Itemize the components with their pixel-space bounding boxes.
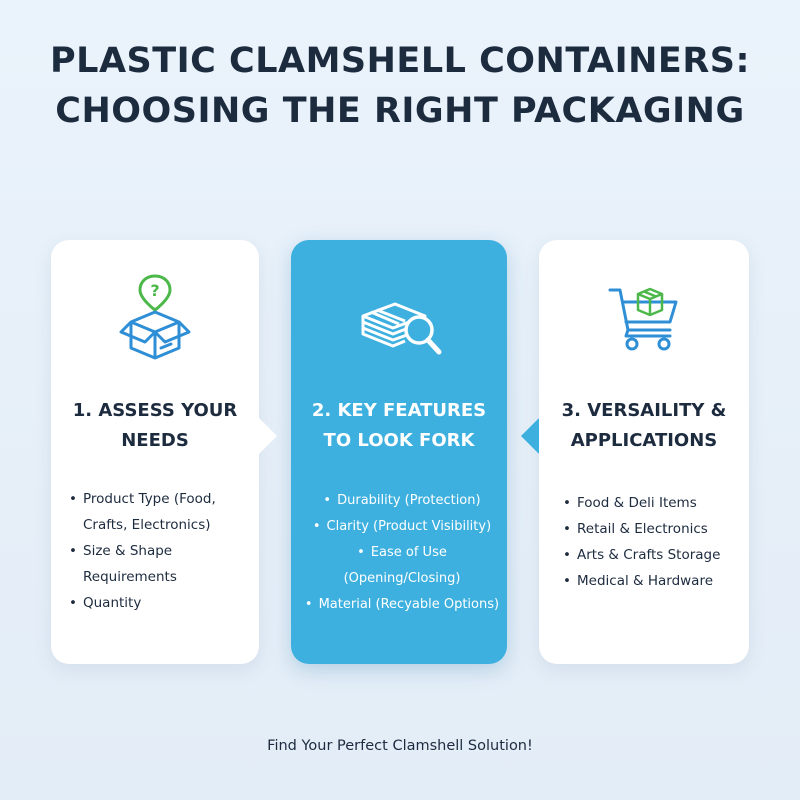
connector-arrow [521,418,539,454]
footer-tagline: Find Your Perfect Clamshell Solution! [267,738,533,754]
list-item: Material (Recyable Options) [297,592,507,618]
title-line-2: CHOOSING THE RIGHT PACKAGING [55,91,745,131]
list-item: Size & Shape Requirements [69,538,255,590]
card-assess-needs: ? 1. ASSESS YOUR NEEDS Product Type (Foo… [51,240,259,664]
list-item-text: Retail & Electronics [577,521,708,537]
card-title: 3. VERSAILITY & APPLICATIONS [539,396,749,456]
layers-magnifier-icon [349,280,449,364]
svg-text:?: ? [150,281,159,300]
list-item-text: Quantity [83,595,142,611]
card-title-line-2: NEEDS [121,430,189,451]
card-versatility-applications: 3. VERSAILITY & APPLICATIONS Food & Deli… [539,240,749,664]
list-item: Durability (Protection) [297,488,507,514]
page-title: PLASTIC CLAMSHELL CONTAINERS: CHOOSING T… [0,36,800,136]
bullet-list: Food & Deli Items Retail & Electronics A… [563,490,741,594]
cart-box-icon [604,280,684,364]
list-item: Medical & Hardware [563,568,741,594]
list-item-continuation: Crafts, Electronics) [83,517,211,533]
list-item-text: Ease of Use (Opening/Closing) [343,545,461,586]
card-title: 2. KEY FEATURES TO LOOK FORK [291,396,507,456]
list-item-text: Arts & Crafts Storage [577,547,721,563]
list-item-text: Size & Shape Requirements [83,543,177,585]
bullet-list: Durability (Protection) Clarity (Product… [297,488,507,618]
card-title-line-2: APPLICATIONS [570,430,718,451]
list-item-text: Durability (Protection) [337,493,481,508]
card-title-line-1: 3. VERSAILITY & [561,400,727,421]
card-title-line-1: 1. ASSESS YOUR [72,400,238,421]
title-line-1: PLASTIC CLAMSHELL CONTAINERS: [50,41,750,81]
list-item-text: Clarity (Product Visibility) [326,519,492,534]
connector-arrow [259,418,277,454]
list-item: Retail & Electronics [563,516,741,542]
card-title-line-1: 2. KEY FEATURES [311,400,487,421]
list-item: Product Type (Food, Crafts, Electronics) [69,486,255,538]
list-item: Quantity [69,590,255,616]
card-title: 1. ASSESS YOUR NEEDS [51,396,259,456]
list-item-text: Material (Recyable Options) [318,597,500,612]
list-item: Ease of Use (Opening/Closing) [297,540,507,592]
list-item-text: Medical & Hardware [577,573,714,589]
list-item: Food & Deli Items [563,490,741,516]
list-item: Clarity (Product Visibility) [297,514,507,540]
bullet-list: Product Type (Food, Crafts, Electronics)… [69,486,255,616]
card-title-line-2: TO LOOK FORK [323,430,475,451]
box-question-icon: ? [115,272,195,366]
list-item: Arts & Crafts Storage [563,542,741,568]
card-key-features: 2. KEY FEATURES TO LOOK FORK Durability … [291,240,507,664]
list-item-text: Food & Deli Items [577,495,697,511]
list-item-text: Product Type (Food, [83,491,216,507]
